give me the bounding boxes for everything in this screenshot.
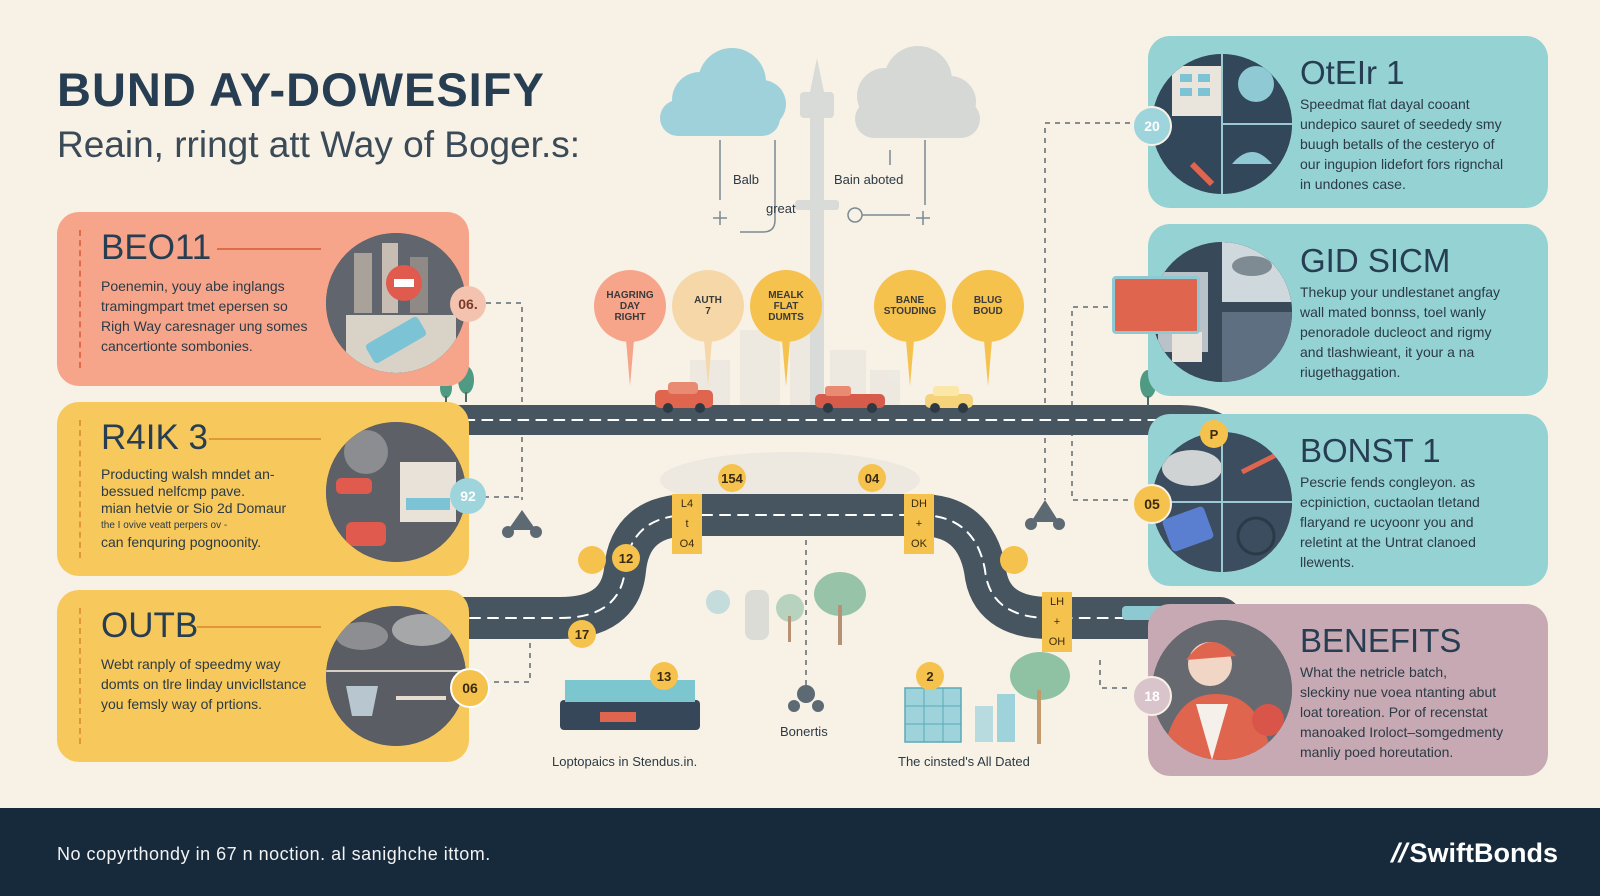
city-illustration-icon (1152, 54, 1292, 194)
train-icon (560, 680, 700, 730)
building-icon (904, 652, 1070, 744)
boat-marker-icon (578, 546, 606, 574)
bottom-label: The cinsted's All Dated (898, 754, 1030, 769)
road-marker: 13 (650, 662, 678, 690)
card-body: What the netricle batch,sleckiny nue voe… (1300, 664, 1504, 760)
brand-logo[interactable]: //SwiftBonds (1388, 838, 1558, 868)
footer-note: No copyrthondy in 67 n noction. al sanig… (57, 844, 491, 864)
tower-icon (795, 58, 839, 410)
step-badge: 18 (1132, 676, 1172, 716)
cloud-icon (660, 48, 786, 136)
step-badge: 92 (450, 478, 486, 514)
weather-illustration-icon (326, 606, 466, 746)
people-marker-icon (1000, 546, 1028, 574)
road-marker: 154 (718, 464, 746, 492)
traffic-illustration-icon (326, 422, 466, 562)
card-title: OUTB (101, 606, 199, 645)
cloud-icon (855, 46, 980, 138)
bottom-label: Bonertis (780, 724, 828, 739)
factory-illustration-icon (326, 233, 466, 373)
card-body: Producting walsh mndet an-bessued nelfcm… (101, 466, 287, 550)
parking-marker: P (1200, 420, 1228, 448)
ticket-card-icon (1112, 276, 1200, 334)
car-icon (655, 382, 973, 413)
step-badge: 06 (450, 668, 490, 708)
card-title: R4IK 3 (101, 418, 208, 457)
road-marker: 04 (858, 464, 886, 492)
park-icon (706, 572, 866, 645)
footer: No copyrthondy in 67 n noction. al sanig… (0, 808, 1600, 896)
road-marker: 12 (612, 544, 640, 572)
flow-label: great (766, 201, 796, 216)
flow-label: Bain aboted (834, 172, 904, 187)
device-illustration-icon (1152, 432, 1292, 572)
page-subtitle: Reain, rringt att Way of Boger.s: (57, 124, 581, 165)
step-badge: 05 (1132, 484, 1172, 524)
step-badge: 06. (450, 286, 486, 322)
step-badge: 20 (1132, 106, 1172, 146)
card-title: OtEIr 1 (1300, 54, 1405, 91)
flow-label: Balb (733, 172, 760, 187)
card-title: GID SICM (1300, 242, 1451, 279)
card-title: BENEFITS (1300, 622, 1462, 659)
road-marker: 2 (916, 662, 944, 690)
road-sign: LH+OH (1042, 592, 1072, 652)
road-sign: DH+OK (904, 494, 934, 554)
bottom-label: Loptopaics in Stendus.in. (552, 754, 698, 769)
road-marker: 17 (568, 620, 596, 648)
brand-mark-icon: // (1388, 838, 1412, 868)
page-title: BUND AY-DOWESIFY (57, 63, 545, 116)
card-title: BONST 1 (1300, 432, 1441, 469)
worker-illustration-icon (1152, 620, 1292, 760)
card-title: BEO11 (101, 228, 212, 267)
